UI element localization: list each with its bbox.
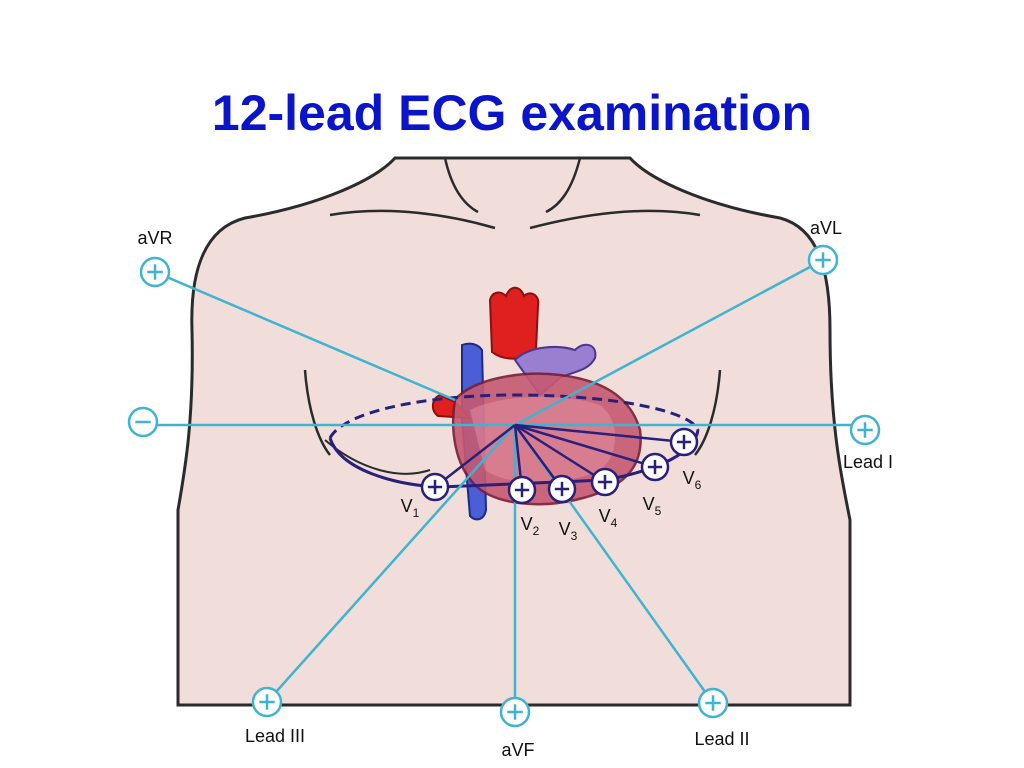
electrode-aVL [807, 244, 839, 276]
limb-electrodes: aVR aVL Lead I Lead III aVF Lead II [127, 218, 893, 760]
lead-line-leadIII [266, 424, 516, 703]
label-V3: V3 [559, 519, 578, 543]
label-leadIII: Lead III [245, 726, 305, 746]
label-V1-sub: 1 [413, 506, 420, 520]
label-aVF: aVF [501, 740, 534, 760]
clavicle-left [329, 209, 496, 230]
clavicle-right [529, 209, 701, 230]
label-V1: V1 [401, 496, 420, 520]
label-leadI: Lead I [843, 452, 893, 472]
label-aVR: aVR [137, 228, 172, 248]
heart [432, 286, 642, 521]
label-V2-letter: V [521, 514, 533, 534]
label-V5-letter: V [643, 494, 655, 514]
chest-plane-back [328, 393, 700, 439]
label-V2: V2 [521, 514, 540, 538]
aorta [488, 286, 540, 360]
armpit-right [694, 369, 722, 456]
electrode-V1 [420, 472, 450, 502]
electrode-leadIII [251, 686, 283, 718]
electrode-leadI_neg [127, 406, 159, 438]
label-V2-sub: 2 [533, 524, 540, 538]
electrode-V2 [507, 475, 537, 505]
electrode-leadII [697, 687, 729, 719]
label-V4-letter: V [599, 506, 611, 526]
electrode-V4 [590, 467, 620, 497]
neck-right [545, 157, 582, 214]
label-V4-sub: 4 [611, 516, 618, 530]
label-V6-sub: 6 [695, 478, 702, 492]
electrode-V5 [640, 452, 670, 482]
electrode-aVR [139, 256, 171, 288]
chest-line-V4 [514, 423, 606, 484]
label-V3-letter: V [559, 519, 571, 539]
label-V3-sub: 3 [571, 529, 578, 543]
label-V5-sub: 5 [655, 504, 662, 518]
electrode-aVF [499, 696, 531, 728]
heart-highlight [470, 396, 615, 483]
label-leadII: Lead II [694, 729, 749, 749]
label-V6: V6 [683, 468, 702, 492]
chest-line-V6 [514, 423, 685, 444]
neck-left [443, 157, 479, 214]
label-V5: V5 [643, 494, 662, 518]
label-V6-letter: V [683, 468, 695, 488]
electrode-V6 [669, 427, 699, 457]
electrode-leadI [849, 414, 881, 446]
heart-body [451, 372, 642, 506]
electrode-V3 [547, 474, 577, 504]
label-V4: V4 [599, 506, 618, 530]
label-V1-letter: V [401, 496, 413, 516]
chest-line-V5 [514, 423, 656, 469]
lead-line-aVR [154, 270, 456, 402]
label-aVL: aVL [810, 218, 842, 238]
chest-line-V1 [434, 424, 516, 488]
armpit-left [303, 369, 331, 456]
limb-lead-lines [143, 258, 865, 712]
lead-line-aVL [514, 258, 824, 427]
page-title: 12-lead ECG examination [211, 85, 813, 141]
